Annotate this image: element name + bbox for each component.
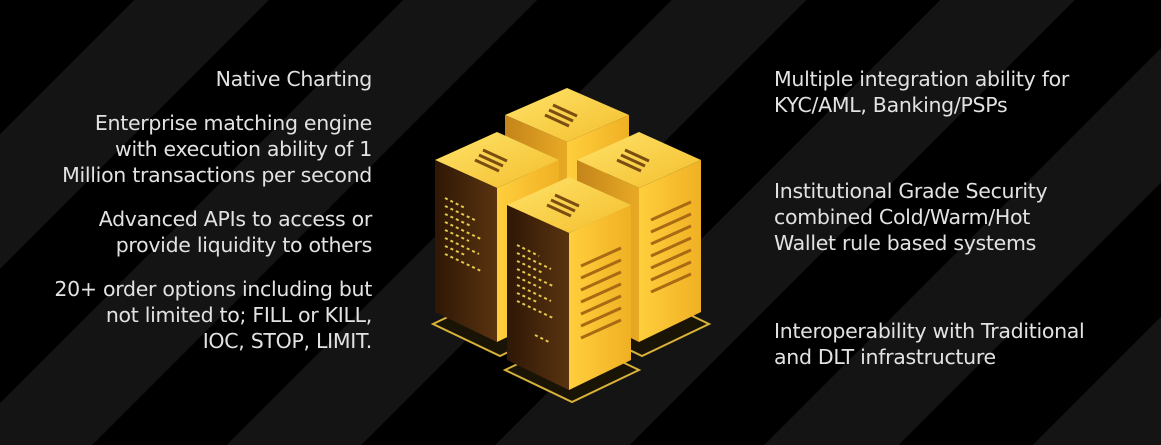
feature-order-options: 20+ order options including but not limi… — [54, 277, 372, 353]
left-feature-list: Native Charting Enterprise matching engi… — [40, 66, 372, 372]
feature-advanced-apis: Advanced APIs to access or provide liqui… — [98, 207, 373, 257]
feature-integration: Multiple integration ability for KYC/AML… — [774, 67, 1070, 117]
feature-matching-engine: Enterprise matching engine with executio… — [62, 111, 372, 187]
server-front — [507, 177, 631, 390]
feature-security: Institutional Grade Security combined Co… — [774, 179, 1048, 255]
right-feature-list: Multiple integration ability for KYC/AML… — [774, 66, 1144, 370]
server-stack-icon — [430, 88, 712, 404]
feature-interoperability: Interoperability with Traditional and DL… — [774, 319, 1085, 369]
feature-native-charting: Native Charting — [215, 67, 373, 91]
